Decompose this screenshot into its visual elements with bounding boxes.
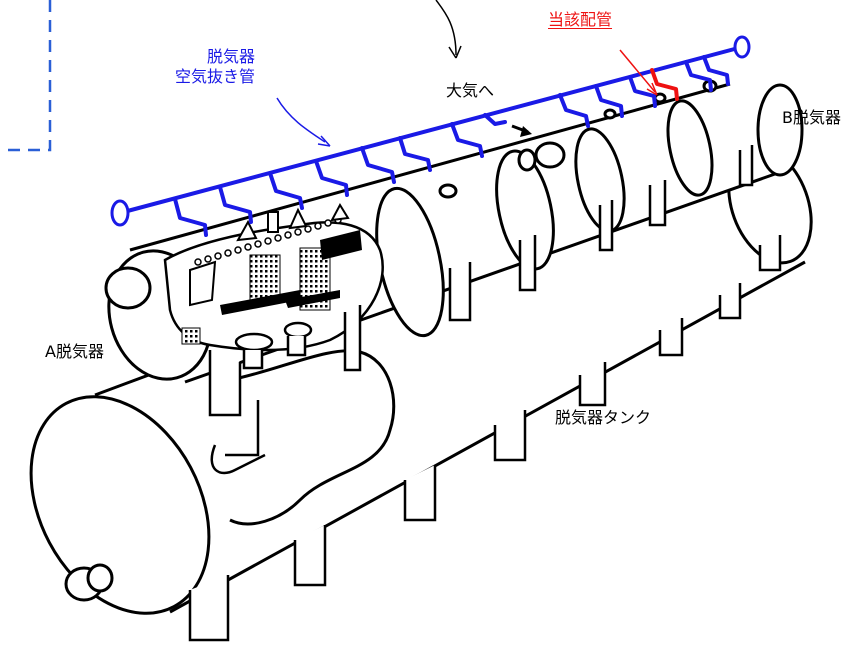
- deaerator-a-label: A脱気器: [45, 342, 104, 361]
- target-pipe: [650, 68, 679, 101]
- deaerator-supports: [208, 145, 754, 475]
- vent-pipe-caps: [110, 35, 751, 227]
- to-atmosphere-label: 大気へ: [446, 81, 495, 100]
- deaerator-cutaway: [163, 202, 384, 370]
- target-pipe-label: 当該配管: [548, 10, 613, 29]
- vent-pipe-label-line1: 脱気器: [207, 47, 256, 66]
- leader-lines: [276, 0, 658, 147]
- callout-box-edge: [0, 0, 52, 152]
- deaerator-b-label: B脱気器: [782, 108, 841, 127]
- to-atmosphere-arrow: [511, 124, 532, 137]
- deaerator-tank-label: 脱気器タンク: [555, 408, 652, 427]
- tank-supports: [188, 235, 782, 642]
- vent-pipe-label-line2: 空気抜き管: [175, 67, 256, 86]
- vent-pipe: [118, 45, 744, 237]
